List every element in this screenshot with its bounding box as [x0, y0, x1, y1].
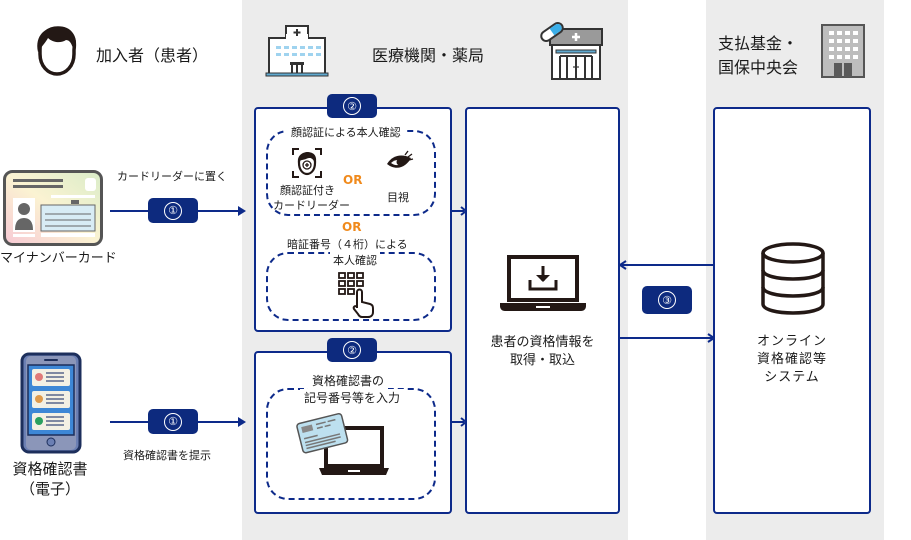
laptop-download-icon — [500, 255, 586, 311]
step3-request-connector — [620, 337, 712, 339]
step2-card-badge: ② — [327, 94, 377, 118]
mynumber-card-icon — [3, 170, 103, 246]
visual-check-label: 目視 — [387, 191, 409, 204]
step1-cert-caption: 資格確認書を提示 — [123, 449, 211, 462]
provider-label: 医療機関・薬局 — [372, 46, 485, 65]
arrow-right-icon — [238, 206, 246, 216]
arrow-left-icon — [618, 260, 627, 270]
e-certificate-label-line1: 資格確認書 — [12, 460, 88, 478]
or-label-face: OR — [343, 173, 363, 187]
mynumber-card-label: マイナンバーカード — [0, 251, 117, 266]
payer-label-line2: 国保中央会 — [718, 58, 799, 77]
face-recognition-icon — [292, 148, 322, 178]
step1-card-badge: ① — [148, 198, 198, 223]
smartphone-certificate-icon — [20, 352, 82, 454]
cert-input-title-line2: 記号番号等を入力 — [300, 389, 405, 406]
step2-cert-badge: ② — [327, 338, 377, 362]
or-label-pin: OR — [342, 220, 362, 234]
hospital-icon — [265, 25, 329, 77]
face-reader-label-line1: 顔認証付き — [280, 184, 335, 197]
face-reader-label-line2: カードリーダー — [273, 199, 350, 212]
pin-title-line2: 本人確認 — [330, 252, 380, 268]
step3-badge: ③ — [642, 286, 692, 314]
face-auth-title: 顔認証による本人確認 — [287, 124, 405, 140]
payer-system-label-line1: オンライン — [756, 334, 827, 349]
payer-system-label-line3: システム — [764, 370, 820, 385]
office-building-icon — [821, 24, 865, 78]
cert-input-title-line1: 資格確認書の — [308, 372, 389, 389]
step1-cert-badge: ① — [148, 409, 198, 434]
person-icon — [37, 26, 77, 76]
payer-label-line1: 支払基金・ — [718, 34, 799, 53]
step3-return-connector — [622, 264, 714, 266]
patient-label: 加入者（患者） — [96, 46, 209, 65]
provider-system-label-line1: 患者の資格情報を — [490, 335, 595, 350]
e-certificate-label-line2: （電子） — [19, 480, 80, 498]
step1-card-caption: カードリーダーに置く — [117, 170, 227, 183]
pharmacy-icon — [540, 21, 603, 80]
provider-system-label-line2: 取得・取込 — [509, 353, 575, 368]
keypad-tap-icon — [338, 272, 374, 318]
pin-title-line1: 暗証番号（４桁）による — [284, 236, 411, 252]
eye-icon — [387, 150, 414, 168]
database-icon — [761, 242, 825, 315]
laptop-card-input-icon — [296, 412, 389, 475]
payer-system-box — [713, 107, 871, 514]
arrow-right-icon — [238, 417, 246, 427]
payer-system-label-line2: 資格確認等 — [756, 352, 827, 367]
